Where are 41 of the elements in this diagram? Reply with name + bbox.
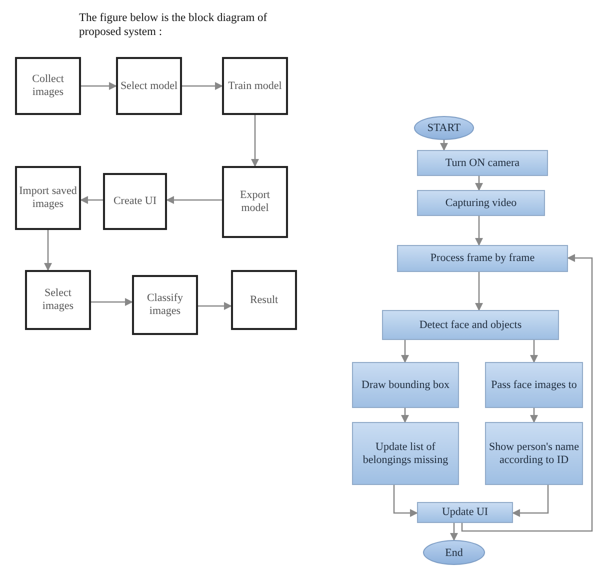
terminal-oval: START <box>414 116 474 140</box>
arrow <box>440 140 448 151</box>
process-box: Classify images <box>132 275 198 335</box>
arrow <box>91 298 133 306</box>
arrow <box>393 485 418 517</box>
process-box: Process frame by frame <box>397 245 568 272</box>
arrow <box>475 176 483 191</box>
arrow <box>182 82 223 90</box>
intro-text: The figure below is the block diagram of proposed system : <box>79 12 268 40</box>
process-box: Show person's name according to ID <box>485 422 583 485</box>
arrow <box>80 196 103 204</box>
arrow <box>530 408 538 423</box>
arrow <box>166 196 222 204</box>
process-box: Select model <box>116 57 182 115</box>
process-box: Select images <box>25 270 91 330</box>
process-box: Export model <box>222 166 288 238</box>
arrow <box>81 82 117 90</box>
process-box: Collect images <box>15 57 81 115</box>
arrow <box>530 340 538 363</box>
process-box: Result <box>231 270 297 330</box>
arrow <box>450 523 458 541</box>
process-box: Update UI <box>417 502 513 523</box>
arrow <box>401 408 409 423</box>
process-box: Create UI <box>103 173 167 230</box>
process-box: Detect face and objects <box>382 310 559 340</box>
process-box: Capturing video <box>417 190 545 216</box>
arrow <box>475 272 483 311</box>
arrow <box>512 485 549 517</box>
process-box: Draw bounding box <box>352 362 459 408</box>
process-box: Pass face images to <box>485 362 583 408</box>
process-box: Import saved images <box>15 166 81 230</box>
terminal-oval: End <box>423 540 485 565</box>
process-box: Turn ON camera <box>417 150 548 176</box>
arrow <box>401 340 409 363</box>
arrow <box>475 216 483 246</box>
arrow <box>44 230 52 271</box>
arrow <box>198 302 232 310</box>
process-box: Train model <box>222 57 288 115</box>
arrow <box>251 115 259 167</box>
process-box: Update list of belongings missing <box>352 422 459 485</box>
arrow <box>461 254 593 532</box>
